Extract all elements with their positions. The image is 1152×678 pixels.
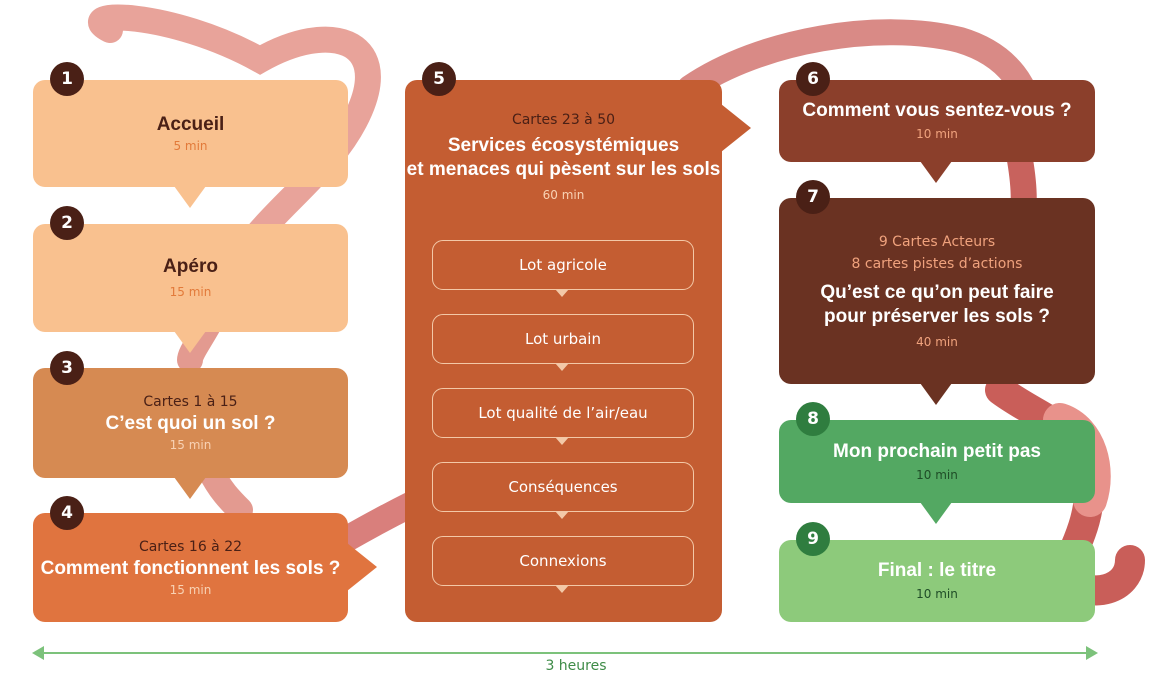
step-3-box: Cartes 1 à 15 C’est quoi un sol ? 15 min [33, 368, 348, 478]
step-2-pointer [174, 331, 206, 353]
step-8-box: Mon prochain petit pas 10 min [779, 420, 1095, 503]
step-5-title-line-2: et menaces qui pèsent sur les sols [406, 159, 721, 180]
step-9-title: Final : le titre [877, 560, 997, 581]
connexions-item: Connexions [432, 536, 694, 593]
step-4-pointer [347, 543, 377, 591]
step-5-number: 5 [422, 62, 456, 96]
step-7-pointer [920, 383, 952, 405]
lot-urbain-item: Lot urbain [432, 314, 694, 371]
step-4-cards: Cartes 16 à 22 [138, 538, 243, 555]
step-3-duration: 15 min [169, 438, 212, 452]
step-5-pointer [721, 104, 751, 152]
step-2-duration: 15 min [169, 285, 212, 299]
step-5-cards: Cartes 23 à 50 [511, 112, 616, 128]
step-5-box: Cartes 23 à 50 Services écosystémiques e… [405, 80, 722, 622]
step-2-box: Apéro 15 min [33, 224, 348, 332]
step-3-cards: Cartes 1 à 15 [143, 394, 238, 410]
step-7-box: 9 Cartes Acteurs 8 cartes pistes d’actio… [779, 198, 1095, 384]
step-6-duration: 10 min [916, 127, 958, 141]
step-1-number: 1 [50, 62, 84, 96]
step-3-pointer [174, 477, 206, 499]
total-duration-label: 3 heures [545, 658, 607, 674]
step-4-title: Comment fonctionnent les sols ? [40, 557, 341, 579]
step-4-duration: 15 min [169, 582, 212, 597]
step-5-title-line-1: Services écosystémiques [447, 135, 680, 156]
step-9-duration: 10 min [916, 587, 958, 601]
step-9-number: 9 [796, 522, 830, 556]
step-7-duration: 40 min [916, 335, 958, 349]
step-7-cards-line-2: 8 cartes pistes d’actions [851, 256, 1023, 272]
step-3-title: C’est quoi un sol ? [105, 413, 276, 434]
step-5-duration: 60 min [542, 188, 585, 202]
step-2-number: 2 [50, 206, 84, 240]
step-7-number: 7 [796, 180, 830, 214]
step-7-title-line-1: Qu’est ce qu’on peut faire [820, 282, 1054, 303]
step-4-box: Cartes 16 à 22 Comment fonctionnent les … [33, 513, 348, 622]
step-6-number: 6 [796, 62, 830, 96]
step-6-title: Comment vous sentez-vous ? [802, 100, 1072, 121]
lot-agricole-item: Lot agricole [432, 240, 694, 297]
step-7-title-line-2: pour préserver les sols ? [824, 306, 1050, 327]
step-6-pointer [920, 161, 952, 183]
step-7-cards-line-1: 9 Cartes Acteurs [878, 234, 996, 250]
step-9-box: Final : le titre 10 min [779, 540, 1095, 622]
lot-qualite-air-eau-item: Lot qualité de l’air/eau [432, 388, 694, 445]
step-8-duration: 10 min [916, 467, 958, 482]
consequences-item: Conséquences [432, 462, 694, 519]
step-8-number: 8 [796, 402, 830, 436]
step-1-duration: 5 min [173, 138, 208, 153]
step-1-title: Accueil [156, 113, 225, 135]
step-2-title: Apéro [163, 256, 218, 277]
step-6-box: Comment vous sentez-vous ? 10 min [779, 80, 1095, 162]
step-8-pointer [920, 502, 952, 524]
step-3-number: 3 [50, 351, 84, 385]
step-8-title: Mon prochain petit pas [833, 440, 1041, 462]
step-1-pointer [174, 186, 206, 208]
step-4-number: 4 [50, 496, 84, 530]
step-1-box: Accueil 5 min [33, 80, 348, 187]
